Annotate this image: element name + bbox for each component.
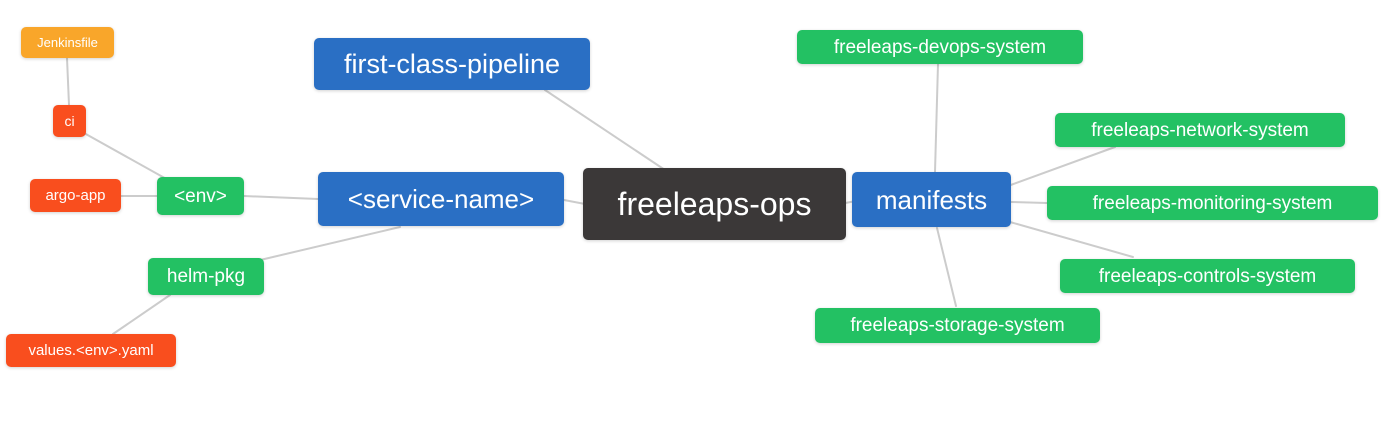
node-freeleaps-ops[interactable]: freeleaps-ops xyxy=(583,168,846,240)
edge-manifests-to-freeleaps-network-system xyxy=(1007,146,1116,187)
edge-first-class-pipeline-to-freeleaps-ops xyxy=(544,89,666,171)
node-values-env-yaml[interactable]: values.<env>.yaml xyxy=(6,334,176,367)
node-first-class-pipeline[interactable]: first-class-pipeline xyxy=(314,38,590,90)
node-ci[interactable]: ci xyxy=(53,105,86,137)
edge-manifests-to-freeleaps-controls-system xyxy=(1009,221,1134,258)
node-service-name[interactable]: <service-name> xyxy=(318,172,564,226)
edge-env-to-service-name xyxy=(243,195,319,200)
node-freeleaps-network-system[interactable]: freeleaps-network-system xyxy=(1055,113,1345,147)
node-freeleaps-controls-system[interactable]: freeleaps-controls-system xyxy=(1060,259,1355,293)
edge-service-name-to-freeleaps-ops xyxy=(563,199,586,205)
edge-jenkinsfile-to-ci xyxy=(66,57,70,106)
node-helm-pkg[interactable]: helm-pkg xyxy=(148,258,264,295)
node-argo-app[interactable]: argo-app xyxy=(30,179,121,212)
node-freeleaps-devops-system[interactable]: freeleaps-devops-system xyxy=(797,30,1083,64)
node-env[interactable]: <env> xyxy=(157,177,244,215)
node-freeleaps-storage-system[interactable]: freeleaps-storage-system xyxy=(815,308,1100,343)
node-jenkinsfile[interactable]: Jenkinsfile xyxy=(21,27,114,58)
edge-manifests-to-freeleaps-storage-system xyxy=(936,227,957,307)
edge-ci-to-env xyxy=(83,132,171,182)
edge-manifests-to-freeleaps-monitoring-system xyxy=(1010,201,1048,204)
node-freeleaps-monitoring-system[interactable]: freeleaps-monitoring-system xyxy=(1047,186,1378,220)
edge-service-name-to-helm-pkg xyxy=(255,226,401,262)
edge-manifests-to-freeleaps-devops-system xyxy=(934,63,939,173)
edge-helm-pkg-to-values-env-yaml xyxy=(112,294,171,335)
node-manifests[interactable]: manifests xyxy=(852,172,1011,227)
